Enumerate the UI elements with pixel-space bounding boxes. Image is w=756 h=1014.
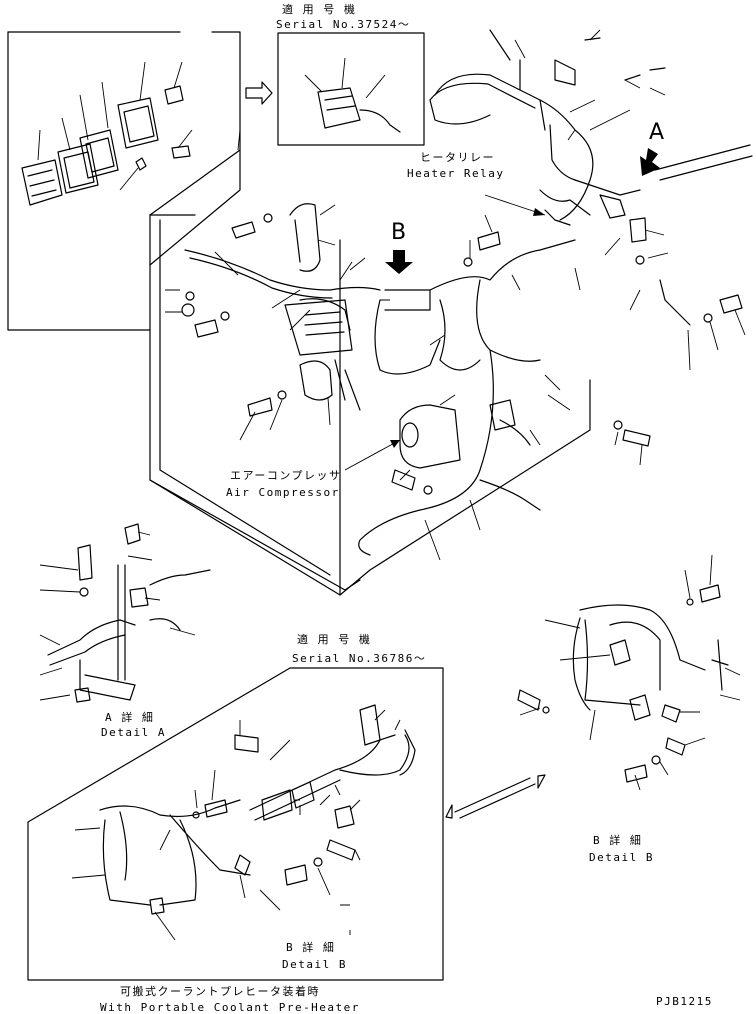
double-arrow	[445, 774, 546, 819]
view-b-label: B	[391, 220, 407, 245]
detail-b-right-en: Detail B	[589, 851, 654, 864]
detail-b-right-jp: B 詳 細	[593, 834, 643, 847]
detail-b-box-frame	[27, 667, 444, 981]
footer-note-en: With Portable Coolant Pre-Heater	[100, 1001, 360, 1014]
air-compressor-en: Air Compressor	[226, 486, 340, 499]
serial-jp-mid: 適 用 号 機	[297, 633, 372, 646]
serial-mid: Serial No.36786～	[292, 652, 427, 665]
serial-top: Serial No.37524～	[276, 18, 411, 31]
air-compressor-arrowhead	[390, 440, 400, 448]
view-arrow-b	[385, 250, 413, 274]
detail-b-box-en: Detail B	[282, 958, 347, 971]
main-frame-outline	[149, 149, 591, 596]
work-lamp-exploded	[21, 61, 193, 206]
inset-arrow	[245, 81, 273, 105]
main-fasteners	[181, 213, 743, 495]
air-compressor-part	[399, 399, 516, 469]
serial-inset-top	[277, 32, 425, 146]
main-harness	[184, 203, 576, 556]
detail-a-drawing	[39, 523, 211, 703]
air-compressor-leader	[344, 439, 401, 471]
view-arrow-a	[640, 148, 660, 176]
detail-b-box-jp: B 詳 細	[286, 941, 336, 954]
detail-b-box-drawing	[71, 704, 416, 941]
footer-note-jp: 可搬式クーラントプレヒータ装着時	[120, 985, 320, 998]
view-a-label: A	[649, 120, 665, 145]
drawing-code: PJB1215	[656, 995, 713, 1008]
lamp-inset-frame	[7, 31, 241, 331]
detail-a-en: Detail A	[101, 726, 166, 739]
detail-a-jp: A 詳 細	[105, 711, 155, 724]
detail-b-right-drawing	[517, 554, 741, 791]
serial-jp-top: 適 用 号 機	[282, 3, 357, 16]
leader-lines-main	[165, 29, 746, 561]
top-right-harness	[429, 29, 753, 326]
heater-relay-en: Heater Relay	[407, 167, 505, 180]
heater-relay-jp: ヒータリレー	[420, 151, 495, 164]
heater-relay-arrowhead	[533, 208, 545, 216]
air-compressor-jp: エアーコンプレッサ	[230, 469, 342, 482]
